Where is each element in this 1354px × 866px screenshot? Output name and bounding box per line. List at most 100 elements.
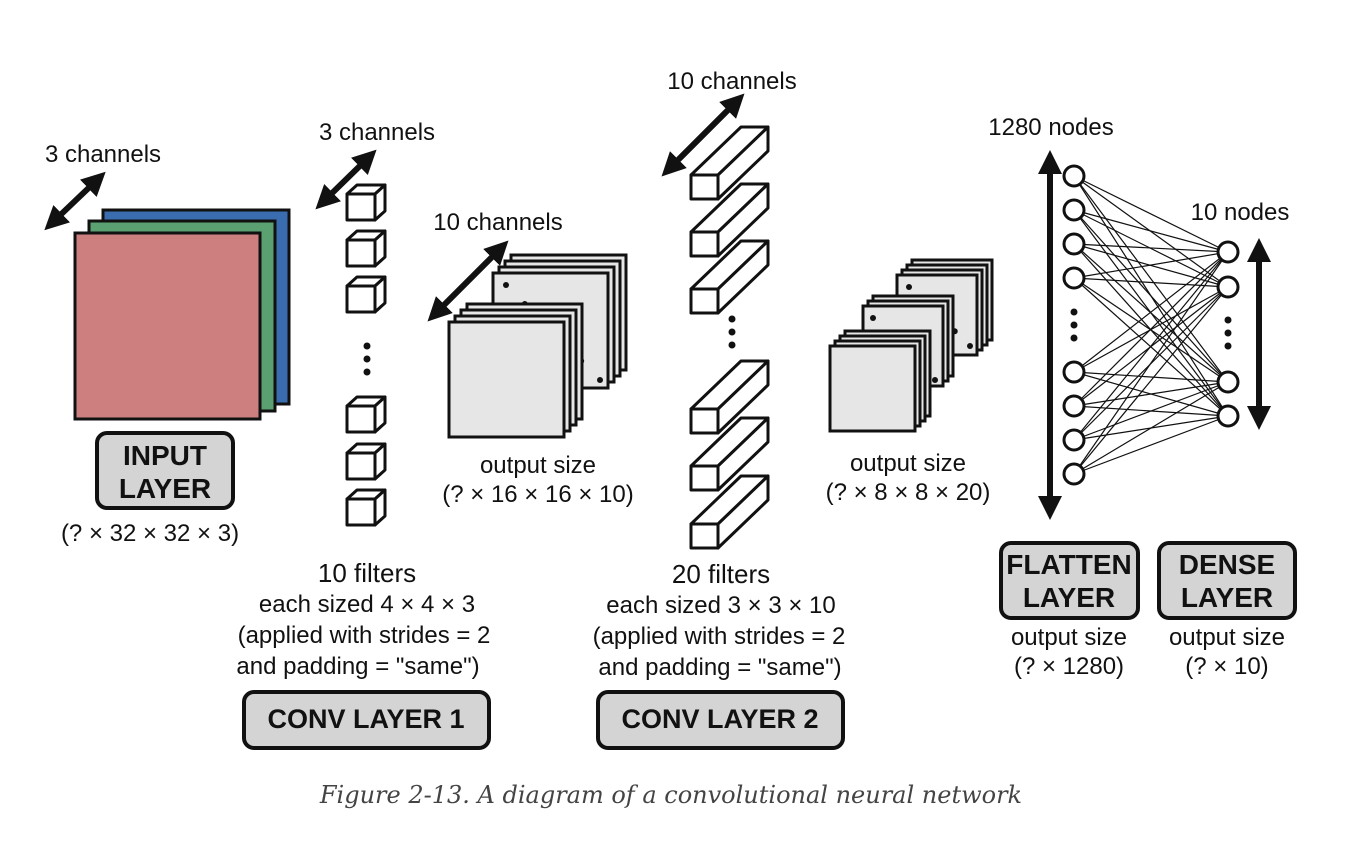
conv2-feature-map-front xyxy=(828,344,917,433)
dense-edge xyxy=(1073,175,1229,253)
dense-output-size-label: output size xyxy=(1169,624,1285,651)
conv1-filters-strides: (applied with strides = 2 xyxy=(238,622,491,649)
conv1-output-channels-arrow xyxy=(427,240,509,322)
dense-ellipsis-dot xyxy=(1224,342,1232,350)
dense-edge xyxy=(1073,209,1229,253)
flatten-ellipsis-dot xyxy=(1070,321,1078,329)
conv2-output-group: output size (? × 8 × 8 × 20) xyxy=(826,258,994,506)
conv2-filters-strides: (applied with strides = 2 xyxy=(593,623,846,650)
input-channel-red xyxy=(73,231,262,421)
conv2-filter-prism xyxy=(689,239,770,315)
conv1-filters-title: 10 filters xyxy=(318,558,416,588)
dense-edge xyxy=(1073,251,1229,279)
conv-layer-1-title: CONV LAYER 1 xyxy=(267,704,464,734)
conv2-filter-channels-arrow xyxy=(661,93,745,177)
dense-node xyxy=(1216,275,1240,299)
conv-layer-1-box xyxy=(242,690,491,750)
dense-layer-title-line1: DENSE xyxy=(1179,549,1275,580)
flatten-ellipsis-dot xyxy=(1070,334,1078,342)
dense-edge xyxy=(1073,251,1229,441)
flatten-node xyxy=(1062,394,1086,418)
conv2-map-dot xyxy=(906,284,912,290)
flatten-layer-title-line2: LAYER xyxy=(1023,582,1115,613)
conv2-filter-prism xyxy=(689,359,770,435)
dense-layer-box xyxy=(1157,541,1297,620)
input-layer-box xyxy=(95,431,235,510)
conv1-output-group: 10 channels output size (? × 16 × 16 × 1… xyxy=(427,209,634,508)
network-nodes xyxy=(1062,164,1240,486)
conv2-filters-padding: and padding = "same") xyxy=(598,654,841,681)
conv1-output-channels-label: 10 channels xyxy=(433,209,562,236)
conv1-filter-channels-label: 3 channels xyxy=(319,119,435,146)
dense-edge xyxy=(1073,415,1229,475)
conv1-filter-cube xyxy=(345,395,387,434)
input-layer-title-line2: LAYER xyxy=(119,473,211,504)
flatten-node xyxy=(1062,360,1086,384)
conv2-map-dot xyxy=(932,377,938,383)
conv2-ellipsis-dot xyxy=(728,328,736,336)
conv1-feature-map-front xyxy=(447,320,566,439)
flatten-node xyxy=(1062,266,1086,290)
flatten-ellipsis-dot xyxy=(1070,308,1078,316)
figure-caption: Figure 2-13. A diagram of a convolutiona… xyxy=(319,781,1022,809)
flatten-node xyxy=(1062,164,1086,188)
conv1-filter-cube xyxy=(345,229,387,268)
dense-connections xyxy=(1073,175,1229,475)
dense-edge xyxy=(1073,371,1229,383)
conv1-filter-channels-arrow xyxy=(315,149,377,210)
dense-node xyxy=(1216,240,1240,264)
dense-edge xyxy=(1073,381,1229,441)
dense-edge xyxy=(1073,243,1229,383)
dense-edge xyxy=(1073,381,1229,475)
conv2-output-size-label: output size xyxy=(850,450,966,477)
flatten-node xyxy=(1062,462,1086,486)
dense-edge xyxy=(1073,243,1229,253)
flatten-layer-title-line1: FLATTEN xyxy=(1006,549,1131,580)
conv1-map-dot xyxy=(503,282,509,288)
conv2-filter-prism xyxy=(689,416,770,492)
dense-ellipsis-dot xyxy=(1224,329,1232,337)
conv2-filters-size: each sized 3 × 3 × 10 xyxy=(606,592,836,619)
dense-layer-title-line2: LAYER xyxy=(1181,582,1273,613)
conv1-filters-group: 3 channels xyxy=(315,119,435,527)
dense-nodes-label: 10 nodes xyxy=(1191,199,1290,226)
input-layer-title-line1: INPUT xyxy=(123,440,207,471)
conv2-feature-maps xyxy=(828,258,994,433)
dense-edge xyxy=(1073,209,1229,383)
conv2-filter-prism xyxy=(689,474,770,550)
dense-node xyxy=(1216,370,1240,394)
conv1-filter-cube xyxy=(345,275,387,314)
conv1-filter-cube xyxy=(345,183,387,222)
conv1-ellipsis-dot xyxy=(363,368,371,376)
dense-edge xyxy=(1073,175,1229,383)
conv2-map-dot xyxy=(870,315,876,321)
input-channels-arrow xyxy=(44,171,106,231)
conv2-ellipsis-dot xyxy=(728,315,736,323)
flatten-output-shape: (? × 1280) xyxy=(1014,653,1124,680)
conv1-ellipsis-dot xyxy=(363,355,371,363)
flatten-node xyxy=(1062,232,1086,256)
conv2-filters-title: 20 filters xyxy=(672,559,770,589)
conv-layer-2-box xyxy=(596,690,845,750)
flatten-nodes-label: 1280 nodes xyxy=(988,114,1113,141)
input-shape-label: (? × 32 × 32 × 3) xyxy=(61,520,239,547)
flatten-node xyxy=(1062,428,1086,452)
dense-edge xyxy=(1073,251,1229,475)
conv2-filter-prism xyxy=(689,182,770,258)
conv2-description: 20 filters each sized 3 × 3 × 10 (applie… xyxy=(593,559,846,750)
conv1-output-size-label: output size xyxy=(480,452,596,479)
dense-output-shape: (? × 10) xyxy=(1185,653,1268,680)
conv1-description: 10 filters each sized 4 × 4 × 3 (applied… xyxy=(236,558,491,750)
conv-layer-2-title: CONV LAYER 2 xyxy=(621,704,818,734)
conv2-filter-channels-label: 10 channels xyxy=(667,68,796,95)
conv1-map-dot xyxy=(597,377,603,383)
conv1-filter-stack xyxy=(345,183,387,527)
dense-edge xyxy=(1073,381,1229,407)
conv2-filters-group: 10 channels xyxy=(661,68,797,550)
dense-ellipsis-dot xyxy=(1224,316,1232,324)
conv2-ellipsis-dot xyxy=(728,341,736,349)
dense-edge xyxy=(1073,251,1229,407)
dense-edge xyxy=(1073,277,1229,288)
